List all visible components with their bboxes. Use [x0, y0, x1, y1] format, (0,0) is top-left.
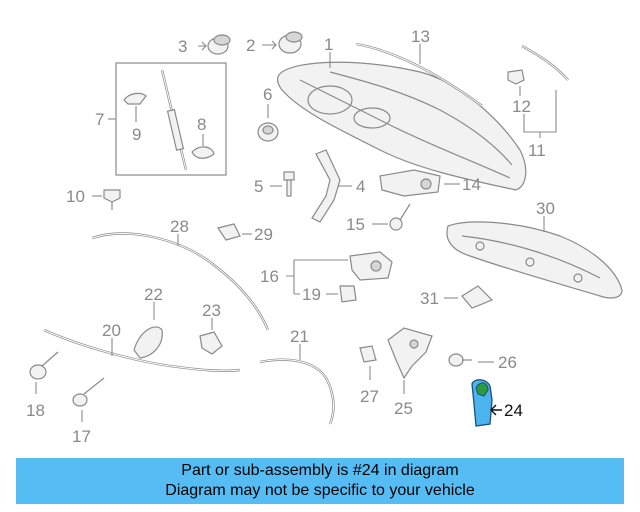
part-10-pin: 10	[66, 187, 121, 210]
part-3-bumper: 3	[178, 34, 231, 56]
part-6-bushing: 6	[257, 85, 279, 142]
part-20-cable: 20	[43, 321, 241, 372]
part-18-screw: 18	[26, 351, 59, 420]
callout-22: 22	[144, 285, 163, 304]
exploded-parts-diagram: 3 2 1 13	[26, 27, 623, 446]
callout-9: 9	[132, 125, 141, 144]
part-27-clip: 27	[359, 345, 379, 406]
callout-6: 6	[263, 85, 272, 104]
callout-16: 16	[260, 267, 279, 286]
callout-17: 17	[72, 427, 91, 446]
part-29-clip: 29	[217, 223, 273, 244]
part-4-hinge: 4	[311, 149, 365, 223]
part-9-bracket: 9	[123, 92, 147, 144]
part-12-clip: 12	[507, 69, 531, 116]
callout-10: 10	[66, 187, 85, 206]
callout-2: 2	[246, 36, 255, 55]
callout-4: 4	[356, 177, 365, 196]
part-26-bolt: 26	[448, 353, 517, 372]
part-8-bracket: 8	[191, 115, 215, 159]
part-15-bolt: 15	[346, 203, 411, 234]
callout-27: 27	[360, 387, 379, 406]
callout-25: 25	[394, 399, 413, 418]
part-13-seal: 13	[355, 27, 483, 107]
callout-1: 1	[324, 35, 333, 54]
callout-30: 30	[536, 199, 555, 218]
callout-14: 14	[462, 175, 481, 194]
callout-19: 19	[302, 285, 321, 304]
banner-disclaimer: Diagram may not be specific to your vehi…	[165, 482, 475, 499]
part-31-bumper: 31	[420, 285, 494, 309]
part-11-seal: 11	[521, 44, 569, 160]
part-30-insulator: 30	[446, 199, 623, 299]
part-23-release: 23	[199, 301, 223, 355]
banner-part-notice: Part or sub-assembly is #24 in diagram	[181, 462, 459, 479]
part-2-bumper: 2	[246, 31, 303, 55]
info-banner: Part or sub-assembly is #24 in diagram D…	[16, 458, 624, 504]
callout-20: 20	[102, 321, 121, 340]
callout-18: 18	[26, 401, 45, 420]
part-24-highlighted[interactable]: 24	[471, 379, 523, 427]
callout-7: 7	[95, 110, 104, 129]
part-21-cable: 21	[259, 327, 335, 425]
part-7-strut-group: 7	[95, 62, 227, 176]
callout-23: 23	[202, 301, 221, 320]
callout-28: 28	[170, 217, 189, 236]
callout-12: 12	[512, 97, 531, 116]
part-28-rod: 28	[91, 217, 270, 331]
callout-8: 8	[197, 115, 206, 134]
part-19-bolt: 19	[302, 285, 357, 304]
part-22-handle: 22	[133, 285, 163, 359]
part-25-striker: 25	[387, 327, 433, 418]
callout-11: 11	[528, 141, 546, 160]
callout-21: 21	[290, 327, 309, 346]
callout-24: 24	[504, 401, 523, 420]
callout-26: 26	[498, 353, 517, 372]
callout-5: 5	[254, 177, 263, 196]
part-5-bolt: 5	[254, 171, 295, 197]
part-14-bracket: 14	[379, 169, 481, 197]
callout-29: 29	[254, 225, 273, 244]
callout-13: 13	[411, 27, 430, 46]
callout-15: 15	[346, 215, 365, 234]
part-16-latch: 16	[260, 251, 393, 295]
callout-31: 31	[420, 289, 439, 308]
part-17-screw: 17	[72, 377, 105, 446]
callout-3: 3	[178, 37, 187, 56]
